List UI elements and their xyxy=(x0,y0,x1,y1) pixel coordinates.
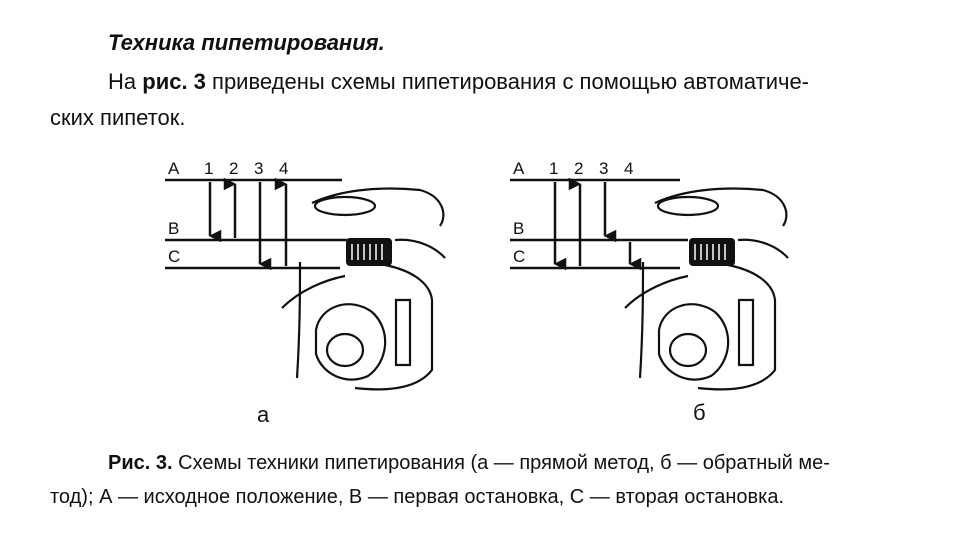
label-c-b: C xyxy=(513,247,525,266)
plunger-ridges-a xyxy=(351,244,383,260)
caption-ref: Рис. 3. xyxy=(108,452,173,474)
panel-a: A B C 1 2 3 4 xyxy=(165,159,446,391)
label-b: B xyxy=(168,219,179,238)
intro-prefix: На xyxy=(108,69,143,94)
caption-line1: Схемы техники пипетирования (а — прямой … xyxy=(172,452,830,474)
intro-line1: приведены схемы пипетирования с помощью … xyxy=(205,69,810,94)
step-1: 1 xyxy=(204,159,213,178)
label-c: C xyxy=(168,247,180,266)
hand-pipette-a xyxy=(281,187,446,391)
step-4: 4 xyxy=(279,159,288,178)
plunger-ridges-b xyxy=(694,244,726,260)
plunger-button-b xyxy=(689,238,735,266)
subfigure-label-b: б xyxy=(693,400,706,425)
intro-line2: ских пипеток. xyxy=(50,105,186,130)
step-2-b: 2 xyxy=(574,159,583,178)
plunger-button-a xyxy=(346,238,392,266)
step-3: 3 xyxy=(254,159,263,178)
step-1-b: 1 xyxy=(549,159,558,178)
label-a: A xyxy=(168,159,180,178)
panel-b: A B C 1 2 3 4 xyxy=(510,159,789,391)
label-a-b: A xyxy=(513,159,525,178)
step-2: 2 xyxy=(229,159,238,178)
figure-reference: рис. 3 xyxy=(142,69,206,94)
step-4-b: 4 xyxy=(624,159,633,178)
caption-line2: тод); А — исходное положение, В — первая… xyxy=(50,486,785,508)
figure-caption: Рис. 3. Схемы техники пипетирования (а —… xyxy=(50,446,930,514)
label-b-b: B xyxy=(513,219,524,238)
intro-paragraph: На рис. 3 приведены схемы пипетирования … xyxy=(50,64,930,136)
subfigure-label-a: а xyxy=(257,402,270,427)
hand-pipette-b xyxy=(624,187,789,391)
step-3-b: 3 xyxy=(599,159,608,178)
section-heading: Техника пипетирования. xyxy=(108,30,385,55)
